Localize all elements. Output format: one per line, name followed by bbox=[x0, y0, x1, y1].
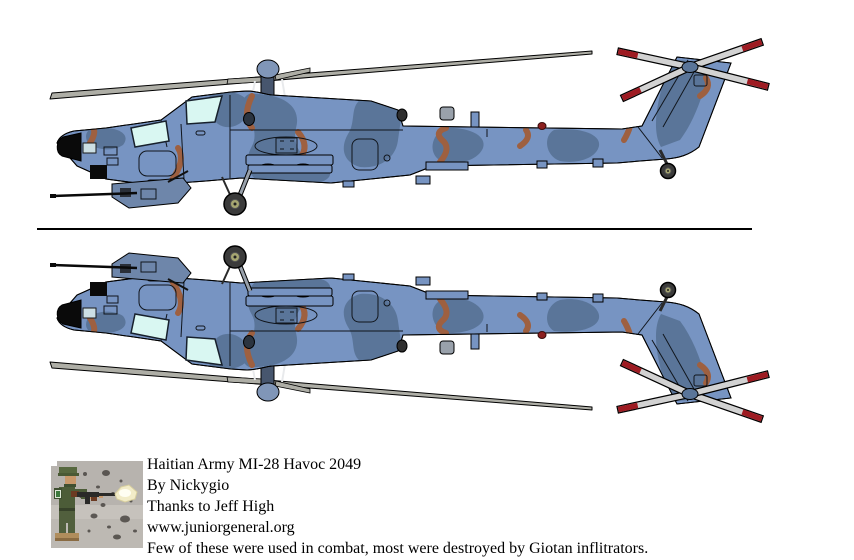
figure-title: Haitian Army MI-28 Havoc 2049 bbox=[147, 456, 362, 473]
helicopter-artwork bbox=[37, 0, 854, 450]
credits-block: Haitian Army MI-28 Havoc 2049 By Nickygi… bbox=[147, 454, 807, 559]
muzzle-flash-icon bbox=[114, 484, 138, 503]
figure-note: Few of these were used in combat, most w… bbox=[147, 540, 649, 557]
soldier-logo bbox=[51, 461, 143, 548]
rifle-icon bbox=[71, 491, 115, 504]
figure-author: By Nickygio bbox=[147, 477, 230, 494]
helicopter-bottom bbox=[50, 246, 765, 418]
debris-speckles bbox=[79, 470, 137, 540]
helicopter-top bbox=[50, 43, 765, 215]
figure-website: www.juniorgeneral.org bbox=[147, 519, 295, 536]
figure-thanks: Thanks to Jeff High bbox=[147, 498, 275, 515]
soldier-icon bbox=[54, 467, 138, 541]
